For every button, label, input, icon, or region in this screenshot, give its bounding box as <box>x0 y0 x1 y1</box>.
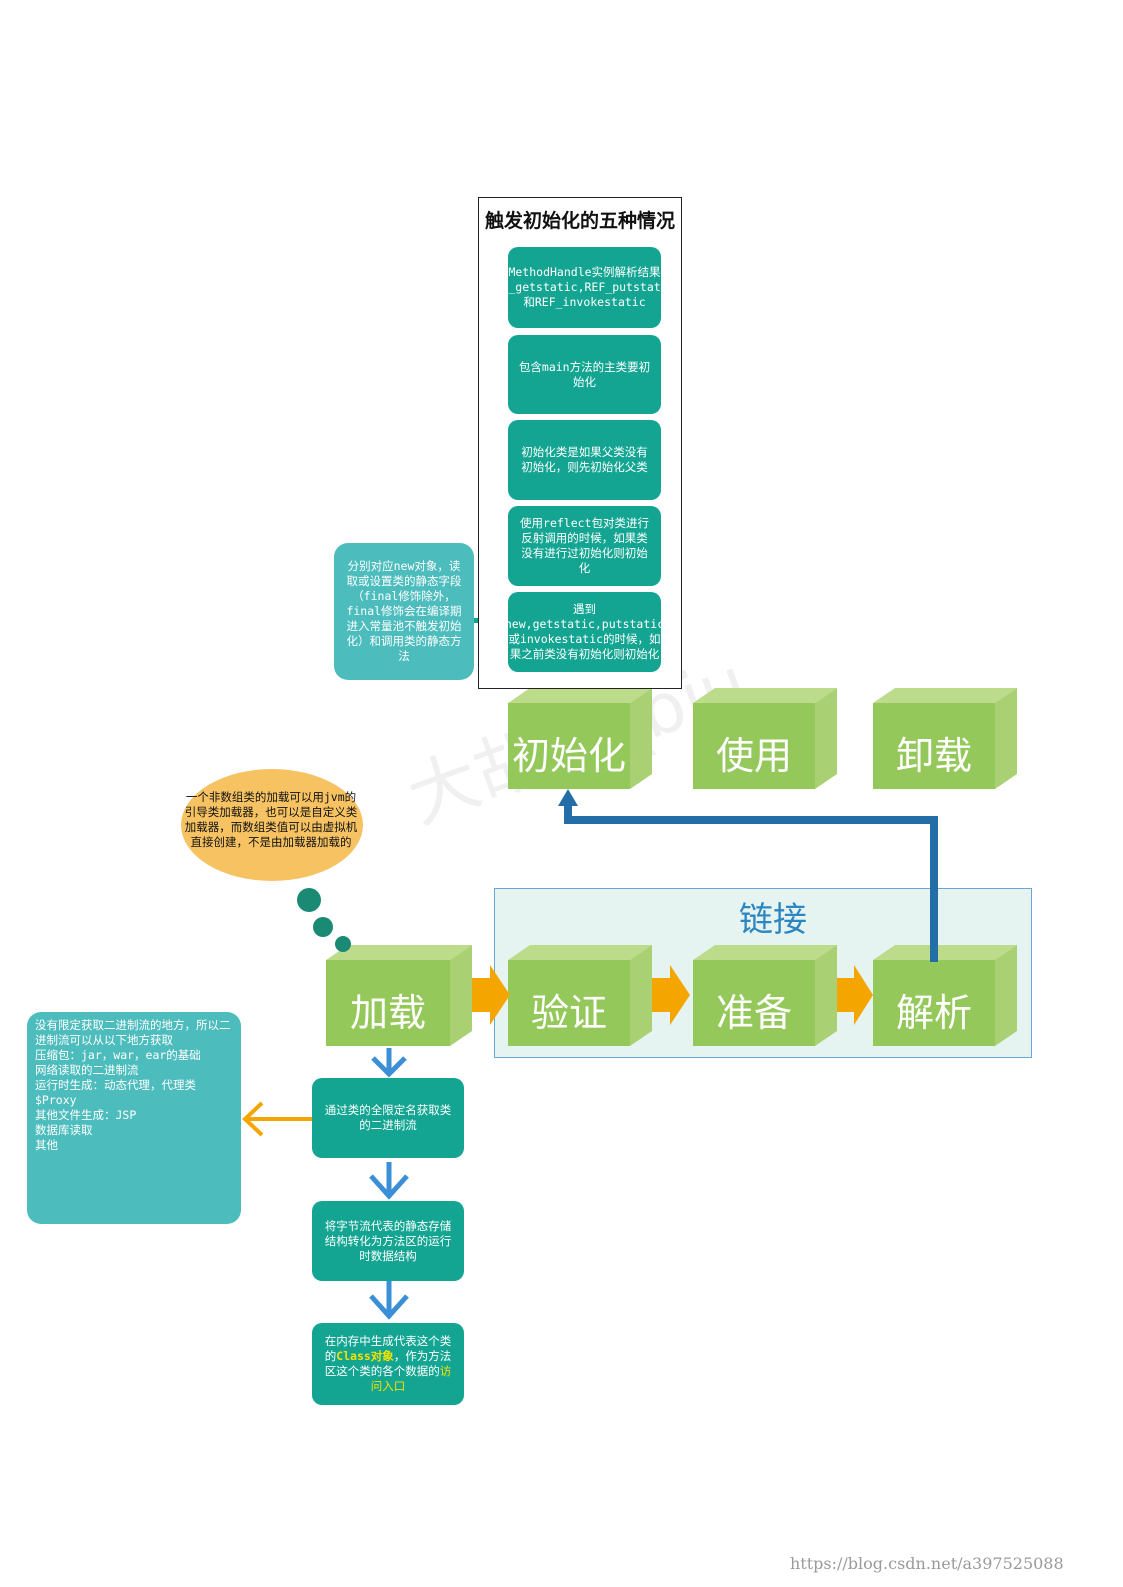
stage-load: 加载 <box>349 991 426 1035</box>
trigger-item-methodhandle: MethodHandle实例解析结果REF_getstatic,REF_puts… <box>488 247 681 328</box>
arrow-to-sources-note <box>242 1101 312 1137</box>
cube-unload <box>873 688 1017 789</box>
thought-dot <box>335 936 351 952</box>
trigger-item-main-class: 包含main方法的主类要初始化 <box>508 335 661 414</box>
sources-note-line: 运行时生成：动态代理，代理类$Proxy <box>35 1078 196 1107</box>
trigger-item-new-static: 遇到new,getstatic,putstatic或invokestatic的时… <box>505 592 664 672</box>
load-step-3-highlight-class: Class对象 <box>336 1349 394 1363</box>
chevron-down-icon <box>369 1162 409 1200</box>
arrow-resolve-to-init <box>558 789 938 962</box>
stage-unload: 卸载 <box>895 734 972 778</box>
cube-init <box>508 688 652 789</box>
cube-resolve <box>873 945 1017 1046</box>
load-step-3: 在内存中生成代表这个类的Class对象，作为方法区这个类的各个数据的访问入口 <box>312 1323 464 1405</box>
thought-dot <box>313 917 333 937</box>
load-step-1: 通过类的全限定名获取类的二进制流 <box>312 1078 464 1158</box>
link-group-title: 链接 <box>739 900 807 940</box>
cube-use <box>693 688 837 789</box>
footer-url: https://blog.csdn.net/a397525088 <box>790 1554 1064 1573</box>
trigger-note: 分别对应new对象，读取或设置类的静态字段（final修饰除外，final修饰会… <box>334 543 474 680</box>
stage-resolve: 解析 <box>895 991 972 1035</box>
sources-note-line: 网络读取的二进制流 <box>35 1063 139 1077</box>
sources-note-line: 没有限定获取二进制流的地方，所以二进制流可以从以下地方获取 <box>35 1018 231 1047</box>
stage-verify: 验证 <box>530 991 607 1035</box>
cube-verify <box>508 945 652 1046</box>
load-step-3-text-a: 在内存中生成代表这个类的 <box>324 1334 452 1363</box>
arrow-prepare-to-resolve <box>837 965 873 1025</box>
stage-init: 初始化 <box>511 734 626 778</box>
stage-prepare: 准备 <box>715 991 792 1035</box>
sources-note-line: 其他文件生成：JSP <box>35 1108 137 1122</box>
arrow-verify-to-prepare <box>652 965 690 1025</box>
load-step-3-highlight-entry: 访问入口 <box>370 1364 452 1393</box>
trigger-panel-title: 触发初始化的五种情况 <box>484 210 675 232</box>
stage-use: 使用 <box>715 734 792 778</box>
arrow-load-to-verify <box>472 965 510 1025</box>
load-step-2: 将字节流代表的静态存储结构转化为方法区的运行时数据结构 <box>312 1201 464 1281</box>
trigger-item-reflect: 使用reflect包对类进行反射调用的时候，如果类没有进行过初始化则初始化 <box>508 506 661 586</box>
trigger-item-parent-class: 初始化类是如果父类没有初始化，则先初始化父类 <box>508 420 661 500</box>
sources-note-line: 压缩包：jar，war，ear的基础 <box>35 1048 201 1062</box>
sources-note-line: 其他 <box>35 1138 58 1152</box>
chevron-down-icon <box>369 1280 409 1320</box>
sources-note: 没有限定获取二进制流的地方，所以二进制流可以从以下地方获取 压缩包：jar，wa… <box>27 1012 241 1224</box>
thought-dot <box>297 888 321 912</box>
cube-load <box>326 945 472 1046</box>
chevron-down-icon <box>371 1048 407 1078</box>
cube-prepare <box>693 945 837 1046</box>
sources-note-line: 数据库读取 <box>35 1123 93 1137</box>
thought-text: 一个非数组类的加载可以用jvm的引导类加载器，也可以是自定义类加载器，而数组类值… <box>184 790 358 849</box>
thought-bubble <box>181 769 363 881</box>
load-step-3-text-b: ，作为方法区这个类的各个数据的 <box>324 1349 452 1378</box>
